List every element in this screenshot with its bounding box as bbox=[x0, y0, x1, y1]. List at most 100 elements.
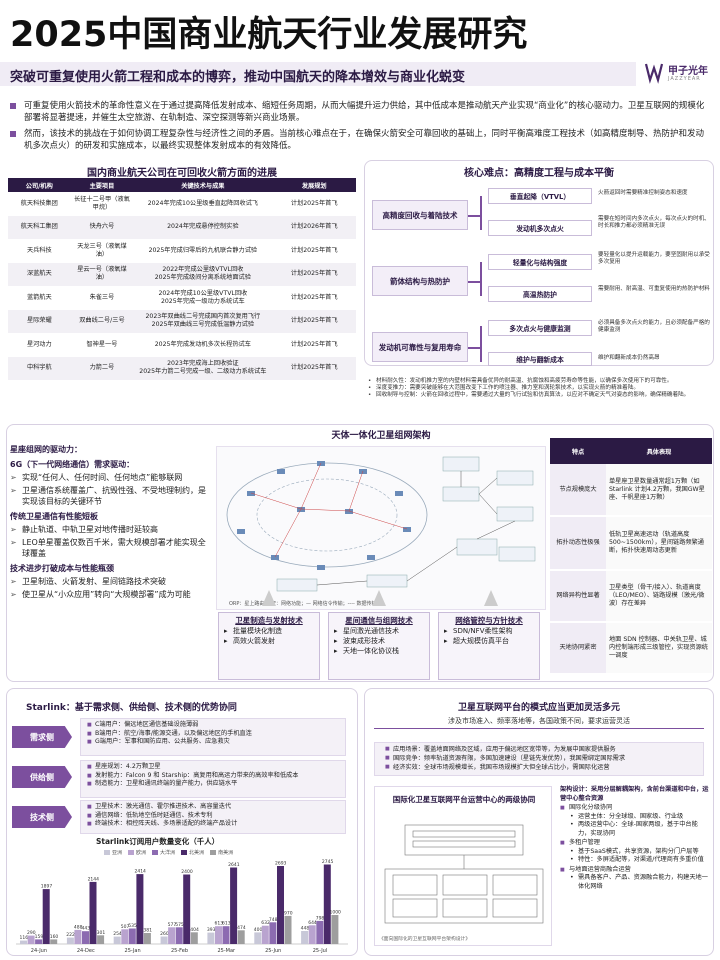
bullet-square-icon bbox=[10, 131, 16, 137]
table-cell: 单星座卫星数量通常超1万颗（如Starlink 计划4.2万颗，我国GW星座、千… bbox=[606, 464, 712, 517]
side-label: 技术侧 bbox=[12, 806, 72, 828]
platform-list-item: 与地面运营商融合运营 bbox=[560, 866, 710, 875]
side-row: 通信网络：低轨地空低时延通信、技术专利 bbox=[87, 812, 339, 821]
data-label: 2693 bbox=[275, 861, 287, 867]
difficulty-desc: 火箭返回时需要精准控制姿态和速度 bbox=[598, 190, 688, 196]
driver-item: 使卫星从“小众应用”转向“大规模部署”成为可能 bbox=[10, 589, 210, 600]
difficulty-item: 维护与翻新成本 bbox=[488, 352, 592, 366]
platform-row: 国际竞争：频率轨道资源有限，多国加速建设（星链先发优势），我国需绑定国际需求 bbox=[385, 754, 693, 763]
note-item: 回收制导与控制：火箭在回收过程中，需要通过大量的飞行试验和仿真算法，以应对不确定… bbox=[368, 392, 712, 399]
table-row: 拓扑动态性极强低轨卫星高速运动（轨道高度500~1500km），星间链路频繁通断… bbox=[550, 516, 712, 571]
tech-box: 卫星制造与发射技术 批量模块化制造 高效火箭发射 bbox=[218, 612, 320, 680]
data-label: 970 bbox=[284, 910, 293, 916]
table-header-row: 特点 具体表现 bbox=[550, 438, 712, 464]
side-label: 需求侧 bbox=[12, 726, 72, 748]
progress-table: 公司/机构主要项目关键技术与成果发展规划 航天科技集团长征十二号甲（液氧甲烷）2… bbox=[8, 178, 356, 380]
chart-bar bbox=[190, 932, 198, 944]
page-title: 2025中国商业航天行业发展研究 bbox=[10, 15, 528, 55]
side-label: 供给侧 bbox=[12, 766, 72, 788]
table-row: 航天科技集团长征十二号甲（液氧甲烷）2024年完成10公里级垂直起降回收试飞计划… bbox=[8, 192, 356, 216]
table-cell: 2024年完成悬停控制实验 bbox=[133, 215, 273, 239]
side-row: B端用户：航空/海事/能源交通，以及偏远地区的手机直连 bbox=[87, 730, 339, 739]
table-cell: 节点规模庞大 bbox=[550, 464, 606, 517]
x-tick-label: 25-Jul bbox=[313, 948, 327, 954]
table-cell: 天地协同紧密 bbox=[550, 622, 606, 675]
driver-heading: 传统卫星通信有性能短板 bbox=[10, 512, 98, 521]
legend-swatch bbox=[210, 850, 217, 855]
difficulty-desc: 需要在短时间内多次点火，每次点火的时机、时长和推力都必须精准无误 bbox=[598, 216, 710, 229]
chart-bar bbox=[323, 864, 331, 944]
platform-row: 经济实效：全球市场规模增长，我国市场规模扩大但全球占比小，需国际化运营 bbox=[385, 763, 693, 772]
legend-item: 南美洲 bbox=[210, 850, 233, 856]
table-cell: 计划2025年首飞 bbox=[272, 356, 356, 380]
connector-line bbox=[480, 262, 482, 296]
driver-item: LEO单星覆盖仅数百千米，需大规模部署才能实现全球覆盖 bbox=[10, 537, 210, 559]
platform-list-subitem: 基于SaaS模式，共享资源，架构分门户层等 bbox=[560, 848, 710, 857]
platform-diagram-caption: 国际化卫星互联网平台运营中心的两级协同 bbox=[392, 795, 536, 804]
chart-bar bbox=[113, 936, 121, 944]
data-label: 613 bbox=[215, 921, 224, 927]
platform-list-item: 国际化分级协同 bbox=[560, 804, 710, 813]
table-cell: 计划2025年首飞 bbox=[272, 309, 356, 333]
connector-line bbox=[468, 347, 480, 349]
chart-bar bbox=[160, 936, 168, 944]
feature-table: 特点 具体表现 节点规模庞大单星座卫星数量通常超1万颗（如Starlink 计划… bbox=[550, 438, 712, 675]
side-row: 制造能力：卫星和通讯终端的量产能力，供应链水平 bbox=[87, 780, 339, 789]
chart-legend: 亚洲欧洲大洋洲北美洲南美洲 bbox=[104, 849, 239, 856]
data-label: 400 bbox=[254, 927, 263, 933]
table-row: 深蓝航天星云一号（液氧煤油）2022年完成公里级VTVL回收 2025年完成级间… bbox=[8, 262, 356, 286]
chart-bar bbox=[316, 920, 324, 944]
data-label: 575 bbox=[175, 922, 184, 928]
chart-bar bbox=[143, 933, 151, 944]
driver-heading: 技术进步打破成本与性能瓶颈 bbox=[10, 564, 114, 573]
tech-box-title: 卫星制造与发射技术 bbox=[235, 616, 303, 625]
note-item: 深度变推力：需要突破能够在大范围改变下工作的喷注器、推力室和涡轮泵技术，以实现火… bbox=[368, 385, 712, 392]
platform-list-heading: 架构设计：采用分层解耦架构，含前台渠道和中台，运营中心整合资源 bbox=[560, 786, 709, 802]
tech-item: 波束成形技术 bbox=[329, 636, 429, 646]
difficulty-desc: 要轻量化以提升运载能力，要坚固耐用以承受多次复用 bbox=[598, 252, 710, 265]
legend-label: 欧洲 bbox=[136, 850, 147, 856]
platform-list-subitem: 特性：多屏适配等，对渠道/代理商有多重价值 bbox=[560, 856, 710, 865]
table-cell: 计划2025年首飞 bbox=[272, 262, 356, 286]
table-cell: 计划2025年首飞 bbox=[272, 333, 356, 357]
table-cell: 双曲线二号/三号 bbox=[70, 309, 134, 333]
table-cell: 计划2025年首飞 bbox=[272, 192, 356, 216]
chart-bar bbox=[183, 874, 191, 944]
data-label: 488 bbox=[74, 924, 83, 930]
arrow-up-icon bbox=[262, 590, 276, 606]
legend-item: 亚洲 bbox=[104, 850, 122, 856]
platform-list: 架构设计：采用分层解耦架构，含前台渠道和中台，运营中心整合资源 国际化分级协同运… bbox=[560, 786, 710, 891]
chart-bar bbox=[175, 927, 183, 944]
data-label: 507 bbox=[121, 924, 130, 930]
difficulty-item: 垂直起降（VTVL） bbox=[488, 188, 592, 204]
chart-bar bbox=[261, 925, 269, 944]
table-cell: 蓝箭航天 bbox=[8, 286, 71, 310]
legend-item: 北美洲 bbox=[181, 850, 204, 856]
chart-bar bbox=[74, 929, 82, 944]
arrow-up-icon bbox=[372, 590, 386, 606]
data-label: 160 bbox=[50, 934, 59, 940]
table-row: 天地协同紧密地面 SDN 控制器、中关轨卫星、城内控制端形成三级管控，实现资源统… bbox=[550, 622, 712, 675]
table-cell: 低轨卫星高速运动（轨道高度500~1500km），星间链路频繁通断，拓扑快速周动… bbox=[606, 516, 712, 571]
difficulty-item: 高温热防护 bbox=[488, 286, 592, 302]
data-label: 2745 bbox=[322, 859, 334, 865]
chart-bar bbox=[230, 867, 238, 944]
brand-logo: 甲子光年 JAZZYEAR bbox=[644, 60, 714, 86]
table-header-cell: 特点 bbox=[550, 438, 606, 464]
table-row: 网络异构性显著卫星类型（骨干/接入）、轨道高度（LEO/MEO）、链路规模（激光… bbox=[550, 570, 712, 623]
tech-box-title: 星间通信与组网技术 bbox=[345, 616, 413, 625]
chart-bar bbox=[168, 927, 176, 944]
group-label: 发动机可靠性与复用寿命 bbox=[372, 332, 468, 362]
chart-bar bbox=[89, 881, 97, 944]
tech-box: 网络管控与方针技术 SDN/NFV柔性架构 超大规模仿真平台 bbox=[438, 612, 540, 680]
side-row: 卫星技术：激光通信、霍尔推进技术、高容量迭代 bbox=[87, 803, 339, 812]
legend-swatch bbox=[152, 850, 159, 855]
data-label: 644 bbox=[308, 920, 317, 926]
chart-bar bbox=[308, 925, 316, 944]
logo-subtext: JAZZYEAR bbox=[668, 76, 701, 82]
table-cell: 天兵科技 bbox=[8, 239, 71, 263]
